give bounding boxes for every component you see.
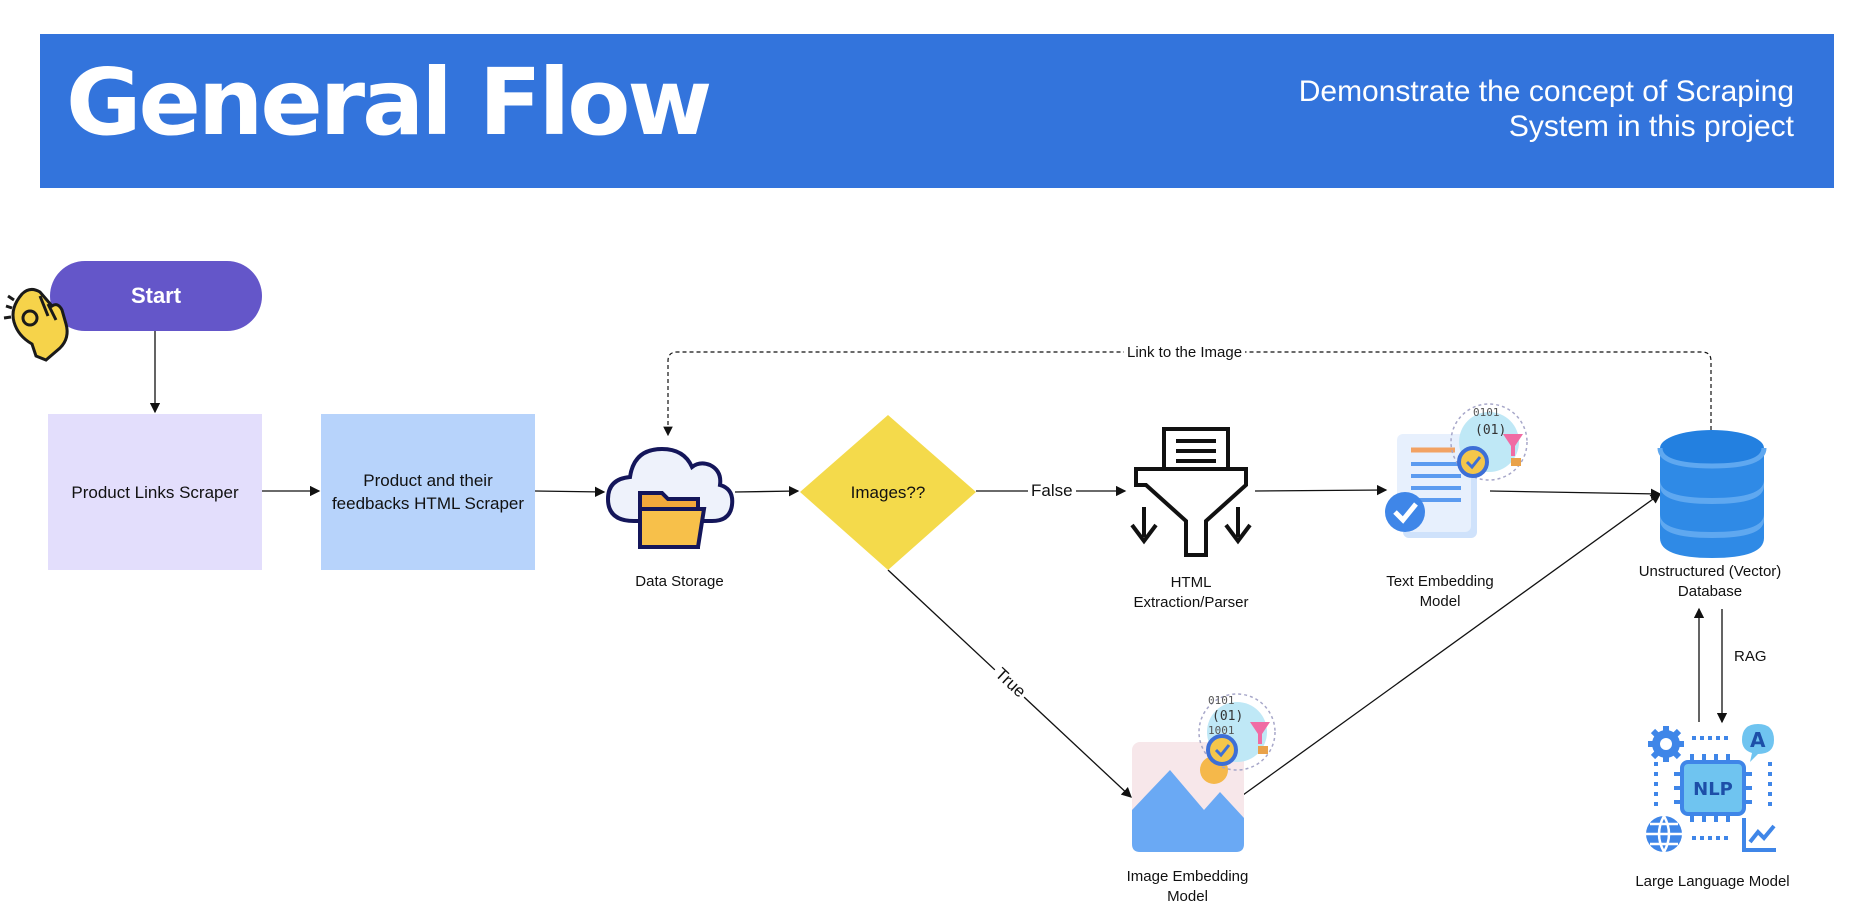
image-embedding-label-line2: Model bbox=[1167, 888, 1208, 905]
image-embedding-icon: 0101 (01) 1001 bbox=[1132, 693, 1276, 852]
binary-mid-text: (01) bbox=[1475, 423, 1506, 438]
binary-top-text: 0101 bbox=[1473, 406, 1500, 419]
html-extraction-label-line2: Extraction/Parser bbox=[1133, 594, 1249, 611]
vector-db-label: Unstructured (Vector) Database bbox=[1615, 562, 1805, 602]
data-storage-label: Data Storage bbox=[635, 573, 724, 590]
image-embedding-label-line1: Image Embedding bbox=[1126, 868, 1249, 885]
start-label: Start bbox=[130, 283, 182, 308]
translate-letter: A bbox=[1750, 728, 1766, 752]
text-embedding-label-line1: Text Embedding bbox=[1386, 573, 1494, 590]
image-embedding-label: Image Embedding Model bbox=[1115, 867, 1260, 907]
cloud-folder-icon bbox=[605, 446, 735, 549]
edge-imgemb-to-db bbox=[1242, 493, 1662, 796]
nlp-text: NLP bbox=[1693, 779, 1733, 800]
html-extraction-label-line1: HTML bbox=[1170, 574, 1212, 591]
false-label: False bbox=[1028, 481, 1076, 501]
edge-textemb-to-db bbox=[1489, 488, 1662, 500]
link-label: Link to the Image bbox=[1124, 343, 1246, 363]
decision-diamond bbox=[800, 415, 976, 570]
html-extraction-label: HTML Extraction/Parser bbox=[1124, 573, 1258, 613]
edge-html-to-storage bbox=[534, 486, 606, 498]
binary-mid-text-2: (01) bbox=[1212, 709, 1243, 724]
funnel-parser-icon bbox=[1130, 427, 1252, 557]
html-scraper-node: Product and their feedbacks HTML Scraper bbox=[321, 414, 535, 570]
database-icon bbox=[1657, 430, 1767, 558]
vector-db-label-line1: Unstructured (Vector) bbox=[1638, 563, 1782, 580]
start-node: Start bbox=[50, 261, 262, 331]
binary-bot-text-2: 1001 bbox=[1208, 724, 1235, 737]
product-links-scraper-node: Product Links Scraper bbox=[48, 414, 262, 570]
binary-top-text-2: 0101 bbox=[1208, 694, 1235, 707]
product-links-scraper-label: Product Links Scraper bbox=[71, 482, 239, 502]
ok-hand-icon bbox=[3, 287, 69, 362]
page-subtitle: Demonstrate the concept of Scraping Syst… bbox=[1298, 75, 1794, 143]
text-embedding-label: Text Embedding Model bbox=[1370, 572, 1510, 612]
nlp-chip-icon: A NLP bbox=[1646, 724, 1776, 853]
vector-db-label-line2: Database bbox=[1677, 583, 1743, 600]
header-banner: General Flow Demonstrate the concept of … bbox=[40, 34, 1834, 188]
page-title: General Flow bbox=[66, 49, 712, 156]
rag-label: RAG bbox=[1731, 647, 1770, 667]
llm-label: Large Language Model bbox=[1635, 873, 1790, 890]
text-embedding-label-line2: Model bbox=[1419, 593, 1461, 610]
edge-extract-to-textemb bbox=[1254, 484, 1388, 496]
decision-label: Images?? bbox=[850, 482, 926, 502]
html-scraper-label: Product and their feedbacks HTML Scraper bbox=[331, 471, 525, 513]
edge-storage-to-decision bbox=[734, 485, 800, 497]
text-embedding-icon: 0101 (01) bbox=[1385, 403, 1528, 538]
decision-node: Images?? bbox=[800, 415, 976, 570]
